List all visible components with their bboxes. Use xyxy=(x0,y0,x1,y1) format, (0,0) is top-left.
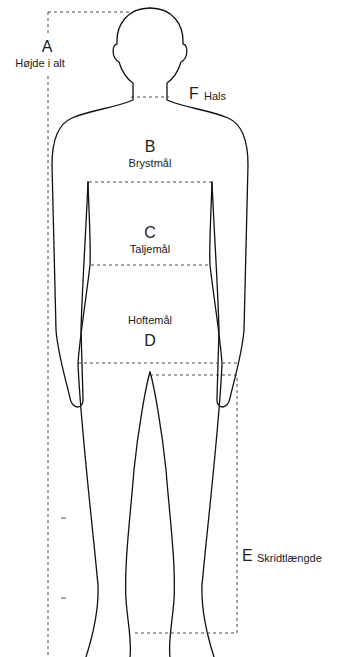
height-line xyxy=(48,12,49,36)
chest-line xyxy=(89,182,211,183)
measure-name: Hoftemål xyxy=(128,314,172,326)
height-top-line xyxy=(48,12,132,13)
body-outline-mirror xyxy=(150,8,248,657)
callout-letter: E xyxy=(242,547,253,565)
callout-letter: D xyxy=(144,332,156,350)
measure-lines xyxy=(48,12,237,655)
hip-line xyxy=(78,363,237,364)
measure-name: Højde i alt xyxy=(15,57,65,69)
callout-letter: B xyxy=(145,138,156,156)
height-line xyxy=(48,76,49,655)
callout-letter: A xyxy=(42,38,53,56)
inseam-line xyxy=(135,375,237,633)
measure-name: Brystmål xyxy=(129,157,172,169)
callout-letter: C xyxy=(144,224,156,242)
measure-name: Skridtlængde xyxy=(257,552,322,564)
measure-name: Taljemål xyxy=(130,243,170,255)
neck-line xyxy=(131,97,169,98)
tick-marks xyxy=(61,518,66,598)
body-outline xyxy=(52,8,150,657)
waist-line xyxy=(91,265,209,266)
measure-name: Hals xyxy=(204,90,226,102)
callout-letter: F xyxy=(189,85,199,103)
